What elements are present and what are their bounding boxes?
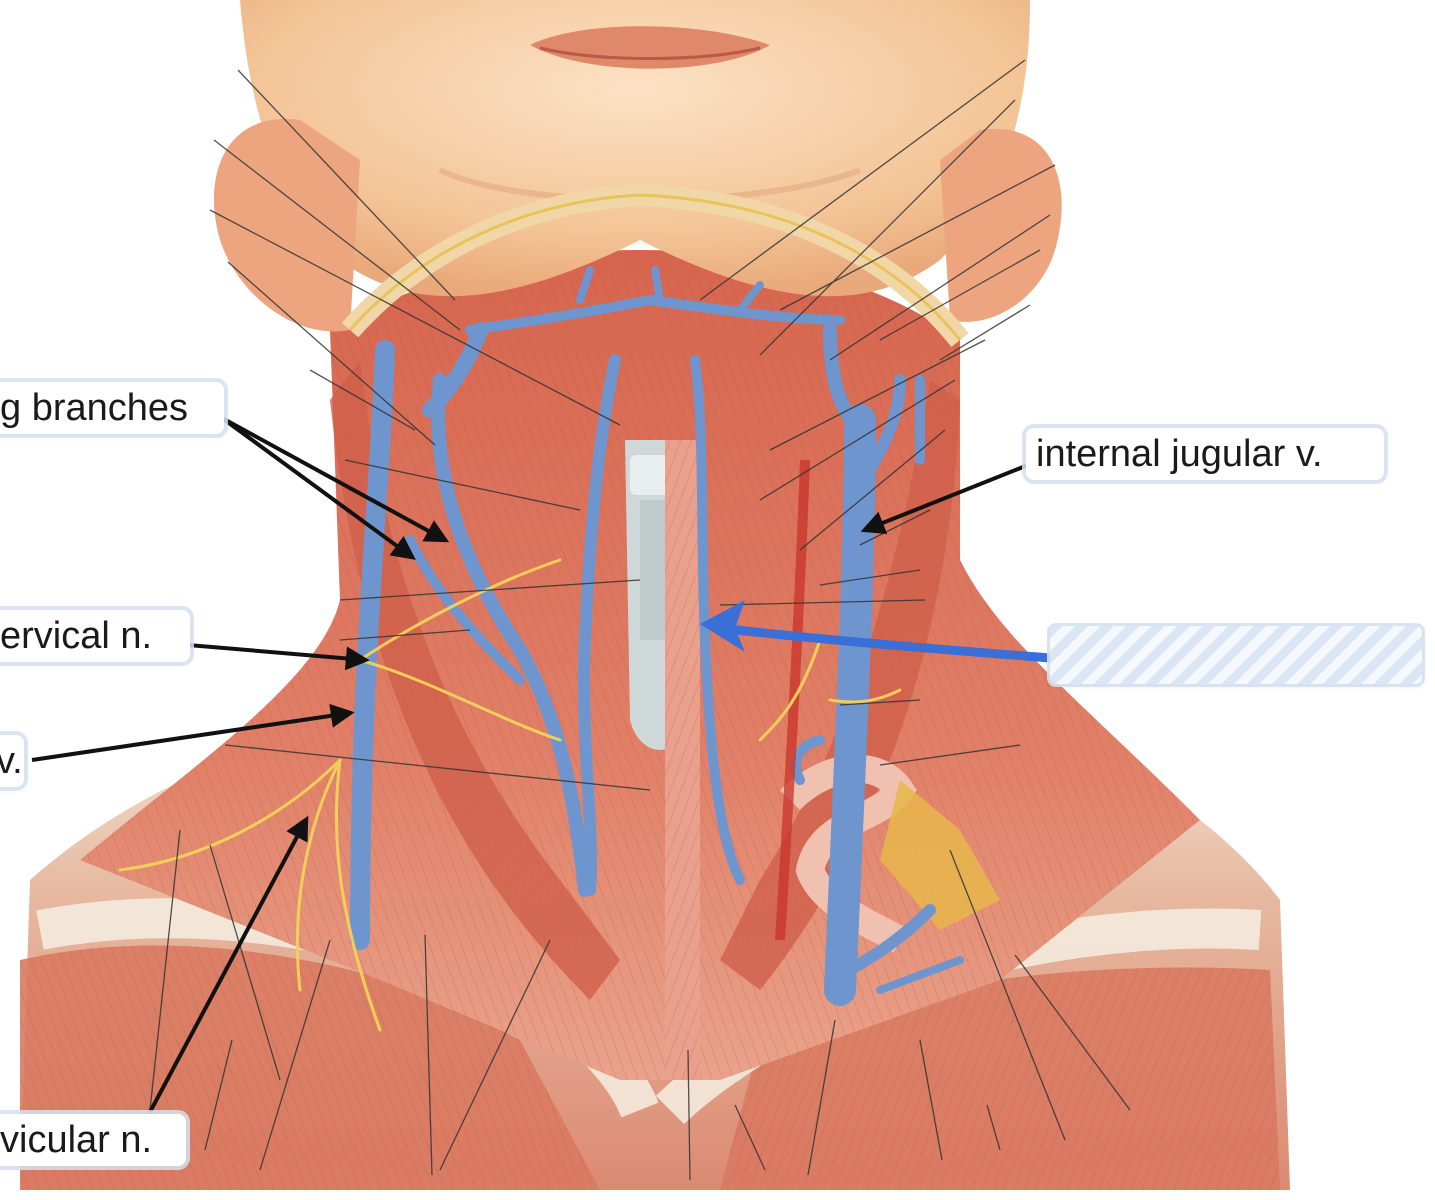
pointer-arrows bbox=[31, 416, 1029, 1113]
label-branches: g branches bbox=[0, 382, 224, 434]
face bbox=[213, 0, 1062, 347]
highlight-arrow bbox=[700, 600, 1055, 663]
veins bbox=[350, 266, 964, 1006]
carotid-artery bbox=[775, 459, 810, 941]
label-internal-jugular-vein: internal jugular v. bbox=[1026, 428, 1384, 480]
label-clavicular-nerve: vicular n. bbox=[0, 1114, 186, 1166]
leader-lines bbox=[149, 59, 1131, 1181]
label-vein-partial: v. bbox=[0, 735, 24, 787]
nerves bbox=[118, 558, 902, 1032]
answer-drop-zone[interactable] bbox=[1050, 626, 1422, 684]
label-cervical-nerve: ervical n. bbox=[0, 610, 190, 662]
